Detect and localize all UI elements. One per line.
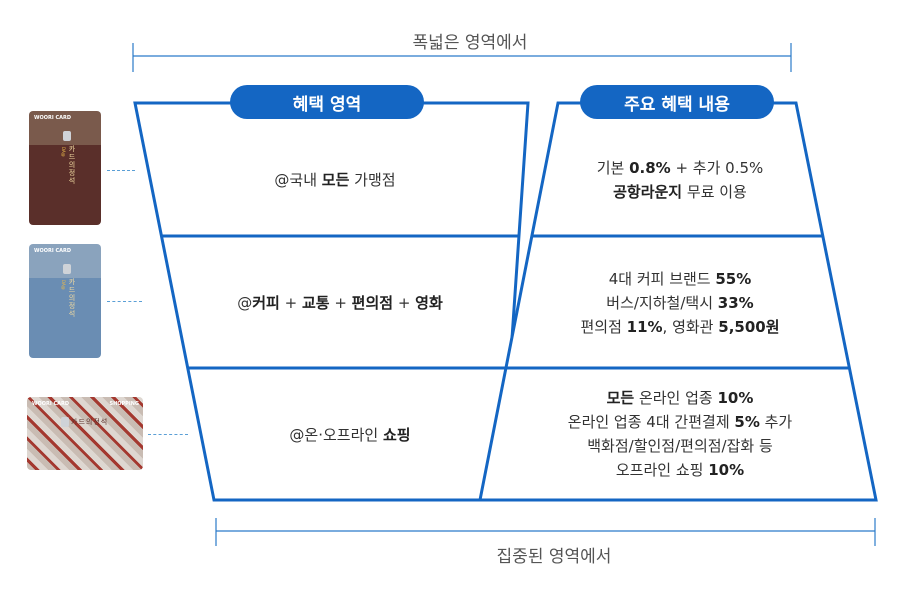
- card-brand-text: WOORI CARD: [34, 115, 72, 121]
- card-logo-text: DA@: [61, 147, 66, 157]
- emphasis-text: 쇼핑: [382, 425, 411, 444]
- text-segment: 온라인 업종 4대 간편결제: [567, 413, 735, 431]
- text-segment: 온라인 업종: [634, 389, 718, 407]
- card-connector-2: [107, 301, 142, 302]
- text-segment: 무료 이용: [682, 183, 747, 201]
- benefit-area-row-3: @온·오프라인 쇼핑: [200, 372, 500, 497]
- text-segment: +: [279, 293, 302, 312]
- text-segment: 백화점/할인점/편의점/잡화 등: [587, 437, 773, 455]
- text-line: 기본 0.8% + 추가 0.5%: [597, 156, 764, 180]
- card-chip-icon: [63, 264, 71, 274]
- bottom-range-label: 집중된 영역에서: [464, 542, 644, 567]
- text-segment: 4대 커피 브랜드: [608, 269, 716, 288]
- emphasis-text: 10%: [708, 461, 745, 479]
- text-line: 백화점/할인점/편의점/잡화 등: [587, 434, 773, 458]
- top-range-bracket: [132, 43, 792, 72]
- bottom-range-bracket: [215, 518, 876, 546]
- text-segment: 가맹점: [349, 171, 396, 189]
- main-benefit-row-2: 4대 커피 브랜드 55%버스/지하철/택시 33%편의점 11%, 영화관 5…: [530, 240, 830, 365]
- emphasis-text: 11%: [626, 317, 663, 336]
- text-segment: 오프라인 쇼핑: [615, 461, 709, 479]
- text-line: 버스/지하철/택시 33%: [606, 291, 753, 315]
- text-segment: 버스/지하철/택시: [606, 293, 718, 312]
- text-segment: 편의점: [580, 317, 627, 336]
- text-line: @온·오프라인 쇼핑: [289, 423, 410, 447]
- text-line: 편의점 11%, 영화관 5,500원: [580, 315, 779, 339]
- card-connector-1: [107, 170, 135, 171]
- text-line: 공항라운지 무료 이용: [613, 180, 747, 204]
- text-line: @커피 + 교통 + 편의점 + 영화: [237, 291, 443, 315]
- top-range-label: 폭넓은 영역에서: [380, 28, 560, 53]
- emphasis-text: 교통: [301, 293, 330, 312]
- text-line: 오프라인 쇼핑 10%: [616, 458, 744, 482]
- text-segment: +: [329, 293, 352, 312]
- card-name-text: 카드의정석: [68, 145, 76, 185]
- card-name-text: 카드의정석: [71, 418, 109, 426]
- benefit-area-row-1: @국내 모든 가맹점: [170, 125, 500, 235]
- emphasis-text: 10%: [717, 389, 754, 407]
- text-segment: @온·오프라인: [289, 425, 383, 444]
- emphasis-text: 편의점: [351, 293, 394, 312]
- text-segment: + 추가 0.5%: [670, 159, 764, 177]
- card-image-3: WOORI CARD 카드의정석 SHOPPING: [27, 397, 143, 470]
- card-connector-3: [148, 434, 188, 435]
- emphasis-text: 5%: [734, 413, 760, 431]
- text-segment: +: [393, 293, 416, 312]
- emphasis-text: 33%: [717, 293, 754, 312]
- benefit-area-row-2: @커피 + 교통 + 편의점 + 영화: [180, 240, 500, 365]
- main-benefit-header: 주요 혜택 내용: [580, 85, 774, 119]
- text-line: @국내 모든 가맹점: [274, 168, 395, 192]
- card-brand-text: WOORI CARD: [32, 401, 70, 407]
- emphasis-text: 영화: [415, 293, 443, 312]
- emphasis-text: 5,500원: [718, 317, 780, 336]
- text-segment: 기본: [596, 159, 630, 177]
- main-benefit-row-1: 기본 0.8% + 추가 0.5%공항라운지 무료 이용: [540, 125, 820, 235]
- card-chip-icon: [61, 417, 69, 427]
- card-brand-text: WOORI CARD: [34, 248, 72, 254]
- text-segment: @: [237, 293, 253, 312]
- card-logo-text: DA@: [61, 280, 66, 290]
- emphasis-text: 0.8%: [629, 159, 671, 177]
- text-line: 모든 온라인 업종 10%: [607, 386, 754, 410]
- emphasis-text: 모든: [321, 171, 350, 189]
- text-line: 4대 커피 브랜드 55%: [609, 267, 752, 291]
- benefit-area-header: 혜택 영역: [230, 85, 424, 119]
- text-segment: @국내: [274, 171, 322, 189]
- card-name-text: 카드의정석: [68, 278, 76, 318]
- emphasis-text: 모든: [606, 389, 635, 407]
- text-segment: , 영화관: [662, 317, 719, 336]
- text-line: 온라인 업종 4대 간편결제 5% 추가: [568, 410, 792, 434]
- emphasis-text: 커피: [252, 293, 280, 312]
- emphasis-text: 55%: [715, 269, 752, 288]
- card-badge-text: SHOPPING: [109, 401, 139, 407]
- emphasis-text: 공항라운지: [613, 183, 683, 201]
- card-chip-icon: [63, 131, 71, 141]
- text-segment: 추가: [759, 413, 793, 431]
